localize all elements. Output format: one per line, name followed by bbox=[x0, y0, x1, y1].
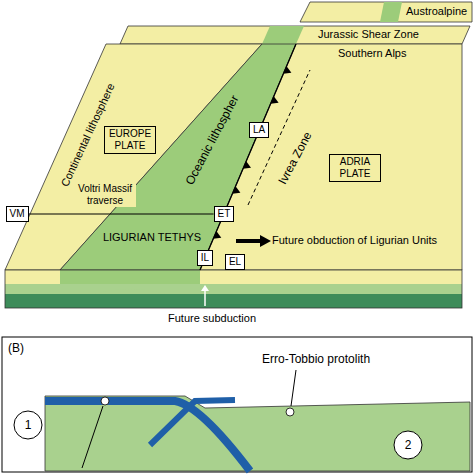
deep-mantle-layer bbox=[5, 294, 462, 308]
subduction-arrow bbox=[204, 290, 206, 306]
plate-box: EUROPE PLATE bbox=[104, 126, 156, 154]
unit-label: Jurassic Shear Zone bbox=[318, 28, 419, 41]
circle-shape bbox=[394, 431, 422, 459]
arrow-label: Future obduction of Ligurian Units bbox=[272, 234, 437, 247]
edge-label: Voltri Massif traverse bbox=[74, 183, 136, 207]
leader-line bbox=[291, 370, 296, 406]
node-text: LA bbox=[253, 124, 265, 136]
thrust-tooth bbox=[243, 161, 251, 168]
callout-circle: 1 bbox=[13, 410, 43, 440]
leader-line bbox=[82, 406, 103, 468]
oceanic-strip bbox=[262, 26, 304, 44]
thrust-tooth bbox=[232, 186, 240, 193]
thrust-tooth bbox=[283, 66, 291, 73]
region-label: Oceanic lithospher bbox=[182, 93, 241, 187]
panel-label: (B) bbox=[8, 341, 24, 355]
locality-box: EL bbox=[225, 254, 245, 270]
node-text: ET bbox=[218, 208, 231, 220]
oceanic-strip bbox=[380, 2, 402, 22]
node-text: 1 bbox=[13, 410, 43, 440]
unit-label: Austroalpine bbox=[406, 5, 467, 18]
ridge-bulge bbox=[95, 289, 165, 294]
node-text: EL bbox=[229, 256, 241, 268]
node-text: VM bbox=[10, 208, 25, 220]
callout-circle: 2 bbox=[393, 430, 423, 460]
lithosphere-section bbox=[45, 396, 470, 471]
circle-shape bbox=[14, 411, 42, 439]
austroalpine-strip bbox=[300, 2, 472, 22]
protolith-dot bbox=[101, 397, 109, 405]
unit-label: Southern Alps bbox=[338, 47, 407, 60]
oceanic-crust-layer bbox=[60, 270, 200, 284]
locality-box: VM bbox=[6, 206, 29, 222]
callout-label: Erro-Tobbio protolith bbox=[262, 352, 370, 366]
traverse-line bbox=[29, 213, 214, 214]
locality-box: IL bbox=[197, 250, 213, 266]
overriding-plate-base bbox=[150, 400, 235, 445]
subduction-arrowhead bbox=[201, 285, 209, 291]
node-text: EUROPE PLATE bbox=[108, 128, 152, 152]
thrust-tooth bbox=[213, 231, 221, 238]
crust-layer bbox=[5, 270, 462, 284]
zone-label: Ivrea Zone bbox=[275, 129, 314, 186]
locality-box: ET bbox=[214, 206, 235, 222]
mantle-layer bbox=[5, 284, 462, 294]
front-face-outline bbox=[5, 270, 462, 308]
node-text: ADRIA PLATE bbox=[333, 156, 377, 180]
obduction-arrow bbox=[236, 239, 262, 243]
thrust-tooth bbox=[271, 96, 279, 103]
panel-frame bbox=[2, 337, 472, 472]
adria-plate-surface bbox=[200, 44, 462, 270]
arrow-label: Future subduction bbox=[168, 312, 256, 325]
plate-box: ADRIA PLATE bbox=[329, 154, 381, 182]
node-text: IL bbox=[201, 252, 209, 264]
node-text: 2 bbox=[393, 430, 423, 460]
subducting-slab bbox=[45, 401, 250, 471]
protolith-dot bbox=[286, 408, 294, 416]
obduction-arrowhead bbox=[260, 235, 271, 247]
ocean-label: LIGURIAN TETHYS bbox=[103, 231, 201, 244]
locality-box: LA bbox=[249, 122, 269, 138]
shear-zone-strip bbox=[120, 26, 470, 44]
